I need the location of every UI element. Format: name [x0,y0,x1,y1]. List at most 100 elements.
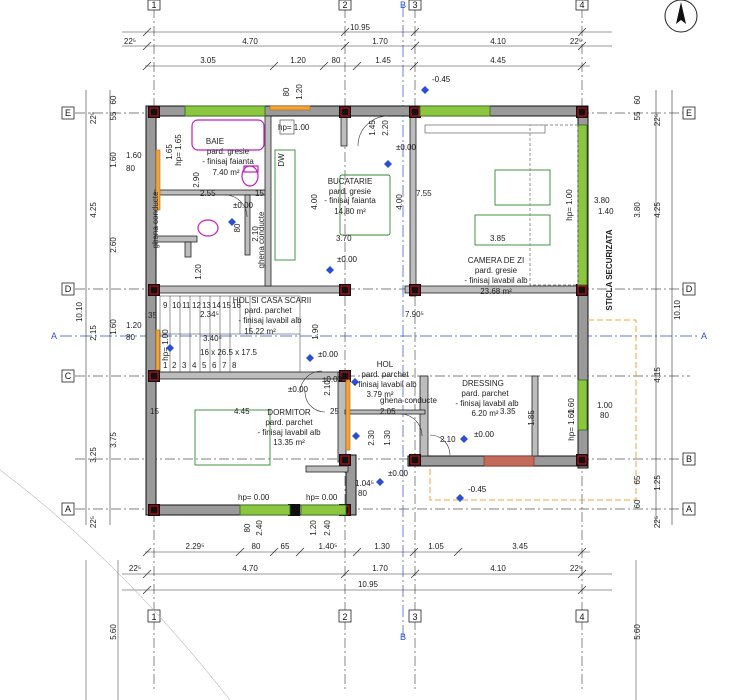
room-camera-floor: pard. gresie [475,266,518,275]
dim-left-8: 1.60 [109,319,118,335]
room-dormitor-floor: pard. parchet [265,418,313,427]
inner-dim-2: 7.55 [416,189,432,198]
axis-row-d-left: D [65,284,72,294]
dim-top-main-4: 22⁵ [570,37,582,46]
section-a-right: A [701,331,707,341]
dim-left-16: 1.65 [165,144,174,160]
room-holscara-floor: pard. parchet [244,306,292,315]
dim-bottom-detail-0: 2.29⁵ [186,542,205,551]
inner-dim-24: 80 [600,411,609,420]
duct-label-2: ghena conducte [257,211,266,268]
height-0: hp= 1.00 [278,123,310,132]
dim-left-17: 5.60 [109,624,118,640]
dim-top-total: 10.95 [350,23,371,32]
dim-left-10: 3.75 [109,432,118,448]
room-hol-floor: pard. parchet [361,370,409,379]
axis-row-e-right: E [686,108,692,118]
glass-label: STICLA SECURIZATA [605,229,614,310]
inner-dim-14: 2.10 [440,435,456,444]
dim-bottom-detail-1: 80 [252,542,261,551]
room-camera-name: CAMERA DE ZI [468,256,524,265]
dw-label: DW [277,153,286,167]
dim-left-7: 2.15 [89,325,98,341]
inner-dim-1: 15 [255,189,264,198]
dim-bottom-detail-6: 3.45 [512,542,528,551]
room-dressing-name: DRESSING [462,379,504,388]
axis-row-a-right: A [686,504,692,514]
inner-dim-35: 2.40 [255,520,264,536]
stair-step-12: 12 [192,301,201,310]
inner-dim-36: 80 [243,523,252,532]
staircase [159,295,301,373]
axis-row-d-right: D [686,284,693,294]
height-6: hp= 1.00 [161,329,170,361]
height-4: hp= 0.00 [306,493,338,502]
inner-dim-31: 1.45 [368,120,377,136]
stair-step-10: 10 [172,301,181,310]
dim-right-3: 4.25 [653,202,662,218]
inner-dim-38: 1.20 [309,520,318,536]
dim-right-9: 60 [633,499,642,508]
dim-right-5: 10.10 [673,299,682,320]
stair-step-6: 6 [212,361,217,370]
inner-dim-6: 4.00 [395,194,404,210]
sanitary-fixtures [191,119,265,237]
level-labels: -0.45 ±0.00 ±0.00 ±0.00 ±0.00 ±0.00 ±0.0… [233,75,495,494]
room-camera-finish: - finisaj lavabil alb [464,276,528,285]
section-b-top: B [400,0,406,10]
room-baie: BAIE pard. gresie - finisaj faianta 7.40… [202,137,254,177]
room-dormitor: DORMITOR pard. parchet - finisaj lavabil… [257,408,321,447]
dim-left-5: 2.60 [109,237,118,253]
inner-dim-16: 2.10 [323,380,332,396]
level-4: ±0.00 [318,350,339,359]
inner-dim-4: 3.85 [490,234,506,243]
stair-step-11: 11 [182,301,191,310]
stair-step-8: 8 [232,361,237,370]
site-boundary [0,469,231,700]
level-5: ±0.00 [288,385,309,394]
dim-left-4: 4.25 [89,202,98,218]
height-1: hp= 1.65 [174,134,183,166]
room-dressing-finish: - finisaj lavabil alb [455,399,519,408]
dishwasher-box [279,119,295,135]
dim-left-11: 22⁵ [89,516,98,528]
dim-left-1: 22⁵ [89,112,98,124]
inner-dim-0: 2.55 [200,189,216,198]
stair-step-3: 3 [182,361,187,370]
dim-left-13: 80 [126,164,135,173]
dim-right-6: 4.15 [653,367,662,383]
right-dimensions: 60 55 22⁵ 4.25 3.80 10.10 4.15 1.25 65 6… [633,95,682,640]
room-hol: HOL pard. parchet - finisaj lavabil alb … [353,360,417,399]
stair-step-2: 2 [172,361,177,370]
room-dressing: DRESSING pard. parchet - finisaj lavabil… [455,379,519,418]
axis-col-3-bottom: 3 [412,612,417,622]
inner-dim-18: 1.30 [383,430,392,446]
dim-left-12: 1.60 [126,151,142,160]
inner-dim-26: 35 [148,311,157,320]
stair-step-numbers: 1 2 3 4 5 6 7 8 9 10 11 12 13 14 15 16 [163,301,241,370]
orange-frames [155,105,351,451]
dim-top-main-1: 4.70 [242,37,258,46]
duct-label-1: ghena conducte [151,191,160,248]
room-bucatarie-floor: pard. gresie [329,187,372,196]
inner-dim-15: 1.90 [311,324,320,340]
dim-right-7: 1.25 [653,475,662,491]
dim-bottom-detail-4: 1.30 [374,542,390,551]
section-b-bottom: B [400,632,406,642]
dim-bottom-main-0: 22⁵ [129,564,141,573]
inner-dim-21: 3.80 [594,196,610,205]
room-bucatarie-name: BUCATARIE [328,177,373,186]
axis-row-c-left: C [65,371,72,381]
height-2: hp= 1.00 [565,189,574,221]
room-hol-finish: - finisaj lavabil alb [353,380,417,389]
level-2: ±0.00 [233,201,254,210]
dim-left-0: 60 [109,95,118,104]
room-hol-casa-scarii: HOL SI CASA SCARII pard. parchet - finis… [233,296,311,336]
height-5: hp= 1.60 [567,409,576,441]
room-bucatarie: BUCATARIE pard. gresie - finisaj faianta… [324,177,376,216]
dim-left-2: 55 [109,111,118,120]
inner-dim-25: 25 [330,407,339,416]
stair-step-9: 9 [163,301,168,310]
level-6: ±0.00 [474,430,495,439]
inner-dim-28: 3.40⁵ [203,334,222,343]
